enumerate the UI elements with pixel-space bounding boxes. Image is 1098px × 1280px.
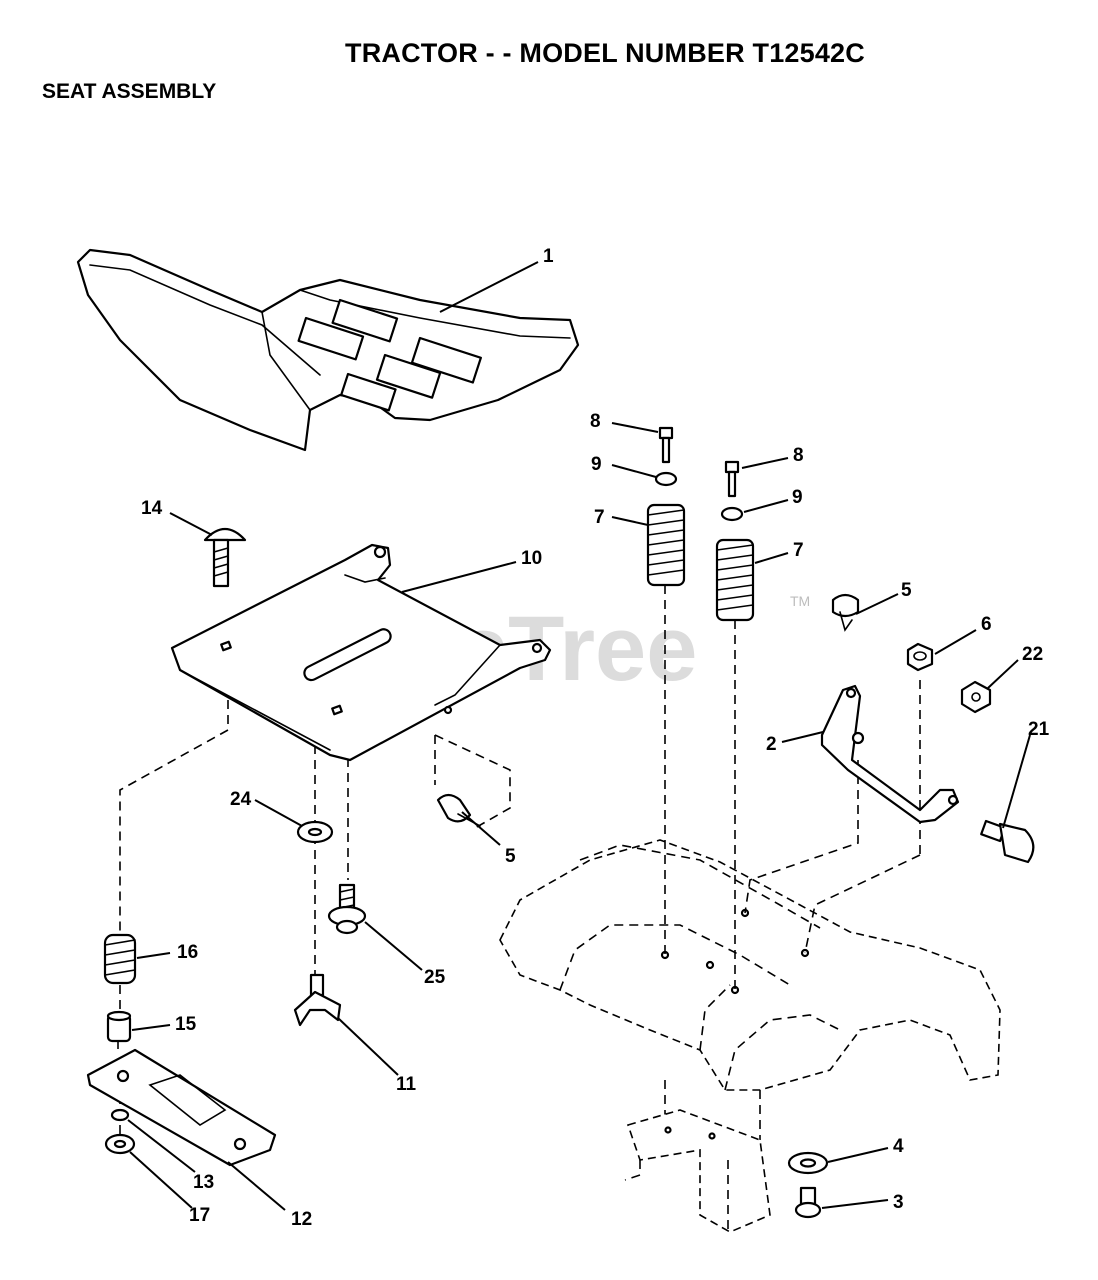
part-slide-plate xyxy=(86,1048,277,1167)
watermark-tm: TM xyxy=(790,593,810,609)
callout-22: 22 xyxy=(1022,644,1043,665)
callout-9-left: 9 xyxy=(591,454,602,475)
part-bolt-25 xyxy=(327,883,367,935)
callout-24: 24 xyxy=(230,789,252,810)
part-spring-right xyxy=(715,538,755,622)
assembly-lines xyxy=(117,585,921,1140)
part-seat xyxy=(76,248,580,452)
section-title: SEAT ASSEMBLY xyxy=(42,80,217,103)
callout-25: 25 xyxy=(424,967,446,988)
callout-14: 14 xyxy=(141,498,163,519)
callout-9-right: 9 xyxy=(792,487,803,508)
part-bolt-3 xyxy=(794,1186,822,1219)
part-washer-24 xyxy=(296,820,334,844)
callout-13: 13 xyxy=(193,1172,214,1193)
part-washer-4 xyxy=(787,1151,829,1175)
callout-12: 12 xyxy=(291,1209,312,1230)
tractor-frame xyxy=(499,839,1001,1233)
part-carriage-bolt xyxy=(203,527,247,588)
callout-2: 2 xyxy=(766,734,777,755)
part-washer-left xyxy=(654,471,678,487)
diagram-title: TRACTOR - - MODEL NUMBER T12542C xyxy=(345,38,865,68)
callout-10: 10 xyxy=(521,548,542,569)
part-nut-13 xyxy=(110,1108,130,1122)
part-lock-nut xyxy=(960,680,992,714)
callout-16: 16 xyxy=(177,942,198,963)
part-knob xyxy=(293,973,342,1027)
part-washer-17 xyxy=(104,1133,136,1155)
part-nut xyxy=(906,642,934,672)
callout-5-upper: 5 xyxy=(901,580,912,601)
part-shoulder-bolt xyxy=(980,819,1035,864)
callout-21: 21 xyxy=(1028,719,1050,740)
callout-17: 17 xyxy=(189,1205,210,1226)
part-washer-right xyxy=(720,506,744,522)
part-spring-left xyxy=(646,503,686,587)
callout-7-left: 7 xyxy=(594,507,605,528)
callout-15: 15 xyxy=(175,1014,197,1035)
callout-8-left: 8 xyxy=(590,411,601,432)
callout-11: 11 xyxy=(396,1074,417,1095)
part-bolt-right xyxy=(724,460,740,498)
callout-1: 1 xyxy=(543,246,554,267)
part-clip-right xyxy=(831,593,860,632)
part-bolt-left xyxy=(658,426,674,464)
callout-5-lower: 5 xyxy=(505,846,516,867)
leader-lines xyxy=(127,261,1031,1211)
callout-6: 6 xyxy=(981,614,992,635)
callout-3: 3 xyxy=(893,1192,904,1213)
callout-8-right: 8 xyxy=(793,445,804,466)
part-spacer xyxy=(106,1010,132,1043)
callout-7-right: 7 xyxy=(793,540,804,561)
part-spring-16 xyxy=(103,933,137,985)
part-seat-pan xyxy=(170,543,552,762)
callout-4: 4 xyxy=(893,1136,904,1157)
part-bracket xyxy=(820,684,960,824)
